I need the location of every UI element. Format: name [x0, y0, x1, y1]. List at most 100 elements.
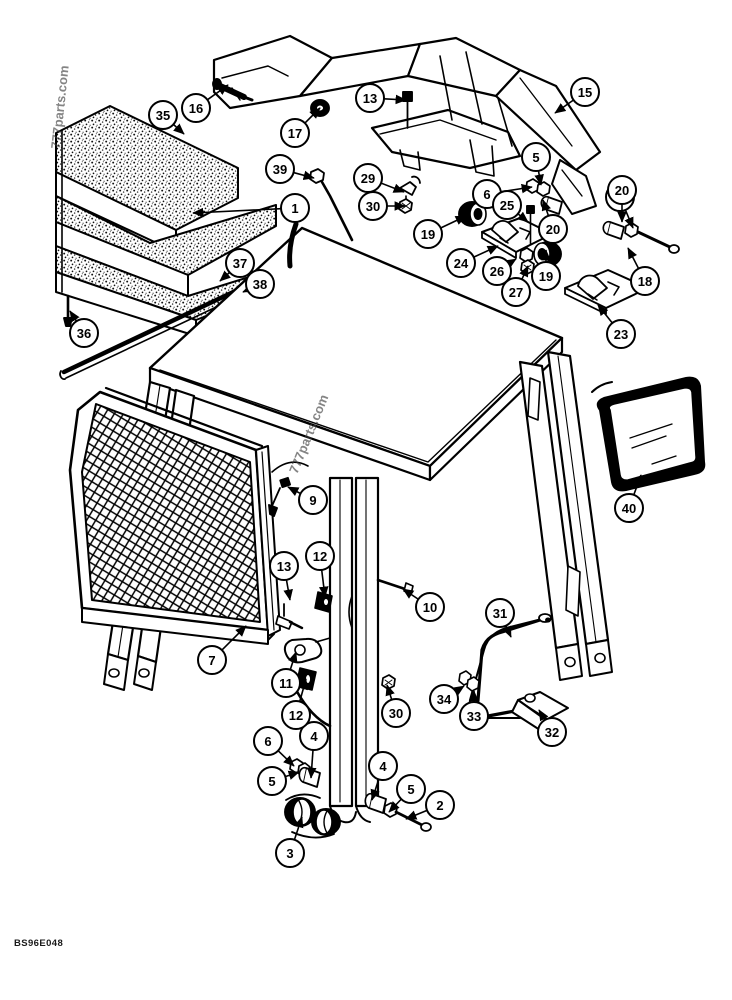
- callout-bubble[interactable]: [281, 700, 311, 730]
- callout-rear-screen[interactable]: 7: [197, 625, 247, 675]
- callout-nut[interactable]: 30: [381, 684, 411, 728]
- callout-bubble[interactable]: [181, 93, 211, 123]
- callout-lock-washer[interactable]: 6: [253, 726, 295, 767]
- callout-cap-screw[interactable]: 13: [269, 551, 299, 601]
- callout-mount-bracket[interactable]: 23: [597, 304, 636, 349]
- callout-spacer[interactable]: 20: [607, 175, 637, 223]
- callout-handrail-rod[interactable]: 37: [219, 248, 255, 282]
- callout-bubble[interactable]: [381, 698, 411, 728]
- callout-number: 5: [532, 150, 539, 165]
- callout-nut[interactable]: 30: [358, 191, 406, 221]
- callout-bubble[interactable]: [225, 248, 255, 278]
- callout-bubble[interactable]: [521, 142, 551, 172]
- callout-bubble[interactable]: [492, 190, 522, 220]
- callout-lock-washer[interactable]: 34: [429, 684, 465, 714]
- callout-isolator-mount[interactable]: 3: [275, 816, 305, 868]
- callout-bubble[interactable]: [482, 256, 512, 286]
- callout-mount-plate[interactable]: 24: [446, 245, 499, 278]
- callout-spacer[interactable]: 4: [368, 751, 398, 801]
- callout-nut[interactable]: 27: [501, 265, 531, 307]
- rear-screen-7: [68, 386, 281, 645]
- callout-number: 3: [286, 846, 293, 861]
- callout-pin[interactable]: 16: [181, 84, 229, 123]
- callout-number: 26: [490, 264, 504, 279]
- callout-step-tread[interactable]: 35: [148, 100, 185, 135]
- callout-handrail[interactable]: 31: [485, 598, 515, 638]
- callout-washer[interactable]: 5: [388, 774, 426, 813]
- callout-bubble[interactable]: [415, 592, 445, 622]
- callout-leader: [172, 123, 185, 135]
- callout-bubble[interactable]: [197, 645, 227, 675]
- callout-number: 19: [539, 269, 553, 284]
- callout-bubble[interactable]: [265, 154, 295, 184]
- callout-bubble[interactable]: [280, 193, 310, 223]
- callout-bubble[interactable]: [459, 701, 489, 731]
- callout-isolator[interactable]: 19: [413, 215, 467, 249]
- callout-spacer[interactable]: 20: [538, 199, 568, 244]
- callout-bubble[interactable]: [280, 118, 310, 148]
- callout-nut[interactable]: 39: [265, 154, 315, 184]
- callout-spacer[interactable]: 4: [299, 721, 329, 779]
- callout-leader: [318, 569, 329, 598]
- callout-isolator[interactable]: 19: [531, 249, 561, 291]
- callout-number: 2: [436, 798, 443, 813]
- callout-bubble[interactable]: [148, 100, 178, 130]
- callout-screw[interactable]: 25: [492, 190, 529, 223]
- callout-bubble[interactable]: [257, 766, 287, 796]
- callout-bubble[interactable]: [446, 248, 476, 278]
- callout-bubble[interactable]: [358, 191, 388, 221]
- callout-bubble[interactable]: [538, 214, 568, 244]
- callout-rubber-bumper[interactable]: 12: [281, 678, 311, 730]
- nut-39: [309, 168, 354, 242]
- callout-lock-washer[interactable]: 26: [482, 256, 517, 286]
- callout-nut[interactable]: 33: [459, 690, 489, 731]
- callout-bubble[interactable]: [614, 493, 644, 523]
- callout-bubble[interactable]: [531, 261, 561, 291]
- callout-bubble[interactable]: [606, 319, 636, 349]
- callout-bubble[interactable]: [570, 77, 600, 107]
- callout-latch-bracket[interactable]: 11: [271, 651, 301, 698]
- callout-washer[interactable]: 5: [257, 766, 300, 796]
- callout-bolt-long[interactable]: 10: [402, 588, 445, 622]
- callout-bushing[interactable]: 17: [280, 107, 321, 148]
- callout-bubble[interactable]: [305, 541, 335, 571]
- callout-mirror[interactable]: 40: [614, 474, 644, 523]
- callout-bubble[interactable]: [275, 838, 305, 868]
- callout-rops-frame[interactable]: 15: [554, 77, 600, 114]
- callout-bubble[interactable]: [429, 684, 459, 714]
- callout-bubble[interactable]: [630, 266, 660, 296]
- callout-bubble[interactable]: [485, 598, 515, 628]
- callout-rubber-bumper[interactable]: 12: [305, 541, 335, 598]
- callout-bubble[interactable]: [501, 277, 531, 307]
- callout-washer[interactable]: 5: [521, 142, 551, 186]
- callout-bubble[interactable]: [413, 219, 443, 249]
- callout-bubble[interactable]: [269, 551, 299, 581]
- callout-bolt[interactable]: 2: [405, 790, 455, 820]
- callout-bolt[interactable]: 18: [627, 247, 660, 296]
- callout-clamp[interactable]: 29: [353, 163, 405, 193]
- callout-canopy-roof[interactable]: 1: [192, 193, 310, 223]
- callout-bubble[interactable]: [537, 717, 567, 747]
- callout-bubble[interactable]: [396, 774, 426, 804]
- screw-9: [268, 461, 309, 517]
- callout-bubble[interactable]: [298, 485, 328, 515]
- callout-bubble[interactable]: [69, 318, 99, 348]
- callout-bolt[interactable]: 38: [242, 269, 275, 299]
- callout-leader: [306, 749, 317, 779]
- callout-bolt[interactable]: 36: [69, 310, 99, 348]
- callout-bubble[interactable]: [245, 269, 275, 299]
- callout-number: 17: [288, 126, 302, 141]
- callout-bubble[interactable]: [355, 83, 385, 113]
- callout-number: 11: [279, 676, 293, 691]
- callout-bubble[interactable]: [368, 751, 398, 781]
- callout-number: 10: [423, 600, 437, 615]
- callout-leader: [283, 579, 293, 601]
- callout-step-plate[interactable]: 32: [537, 709, 567, 747]
- callout-screw[interactable]: 9: [287, 485, 328, 515]
- callout-bubble[interactable]: [299, 721, 329, 751]
- callout-cap-screw[interactable]: 13: [355, 83, 407, 113]
- callout-bubble[interactable]: [607, 175, 637, 205]
- callout-bubble[interactable]: [425, 790, 455, 820]
- callout-leader: [627, 247, 640, 269]
- callout-bubble[interactable]: [253, 726, 283, 756]
